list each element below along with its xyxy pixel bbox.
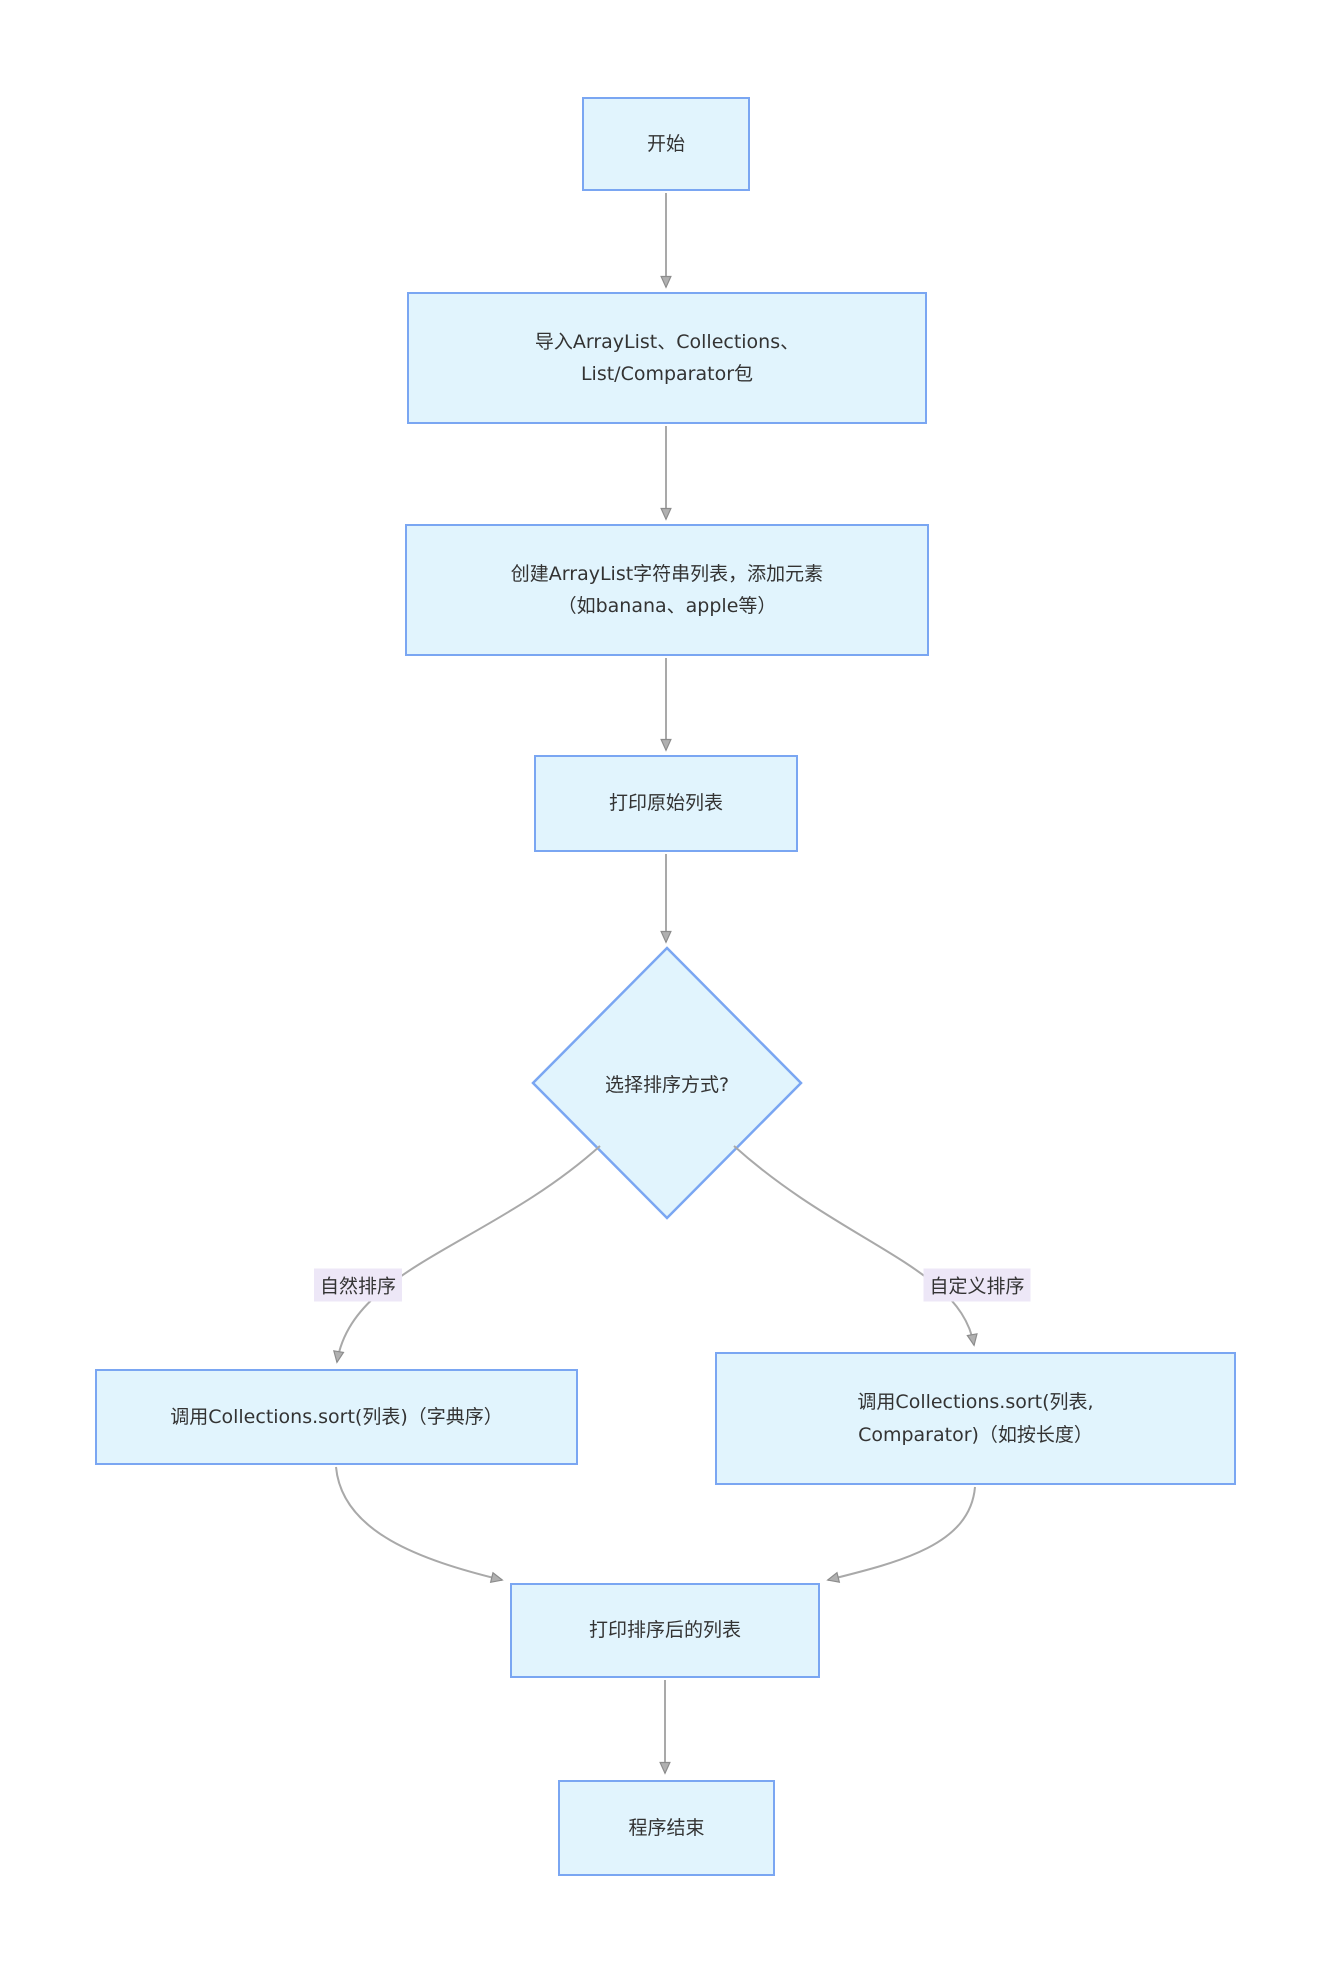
edge-sort-natural-to-print-sorted <box>335 1466 504 1584</box>
edge-decision-to-sort-natural <box>333 1145 601 1364</box>
node-sort-custom-line1: 调用Collections.sort(列表, <box>857 1391 1094 1414</box>
node-start: 开始 <box>582 97 750 191</box>
node-print-sorted-label: 打印排序后的列表 <box>588 1619 741 1642</box>
edge-label-custom-sort: 自定义排序 <box>923 1268 1031 1302</box>
node-print-sorted: 打印排序后的列表 <box>510 1583 820 1678</box>
node-sort-natural-label: 调用Collections.sort(列表)（字典序） <box>170 1405 503 1428</box>
node-print-original: 打印原始列表 <box>534 755 798 852</box>
decision-diamond-shape <box>531 946 803 1220</box>
node-import-packages-line1: 导入ArrayList、Collections、 <box>534 330 800 353</box>
node-create-list-line1: 创建ArrayList字符串列表，添加元素 <box>510 562 824 585</box>
node-print-original-label: 打印原始列表 <box>608 792 723 815</box>
node-end: 程序结束 <box>558 1780 775 1876</box>
decision-question-text: 选择排序方式? <box>604 1073 730 1096</box>
node-decision-label: 选择排序方式? <box>534 1060 800 1106</box>
node-create-list-line2: （如banana、apple等） <box>557 595 777 617</box>
node-sort-custom: 调用Collections.sort(列表, Comparator)（如按长度） <box>715 1352 1236 1485</box>
node-sort-natural: 调用Collections.sort(列表)（字典序） <box>95 1369 578 1465</box>
node-start-label: 开始 <box>646 132 685 155</box>
node-import-packages: 导入ArrayList、Collections、 List/Comparator… <box>407 292 927 424</box>
node-import-packages-line2: List/Comparator包 <box>580 363 754 385</box>
edge-label-natural-sort: 自然排序 <box>313 1268 403 1302</box>
node-end-label: 程序结束 <box>628 1816 705 1839</box>
node-create-list: 创建ArrayList字符串列表，添加元素 （如banana、apple等） <box>405 524 929 656</box>
node-sort-custom-line2: Comparator)（如按长度） <box>858 1423 1093 1446</box>
edge-decision-to-sort-custom <box>733 1145 978 1347</box>
edge-sort-custom-to-print-sorted <box>826 1486 976 1583</box>
